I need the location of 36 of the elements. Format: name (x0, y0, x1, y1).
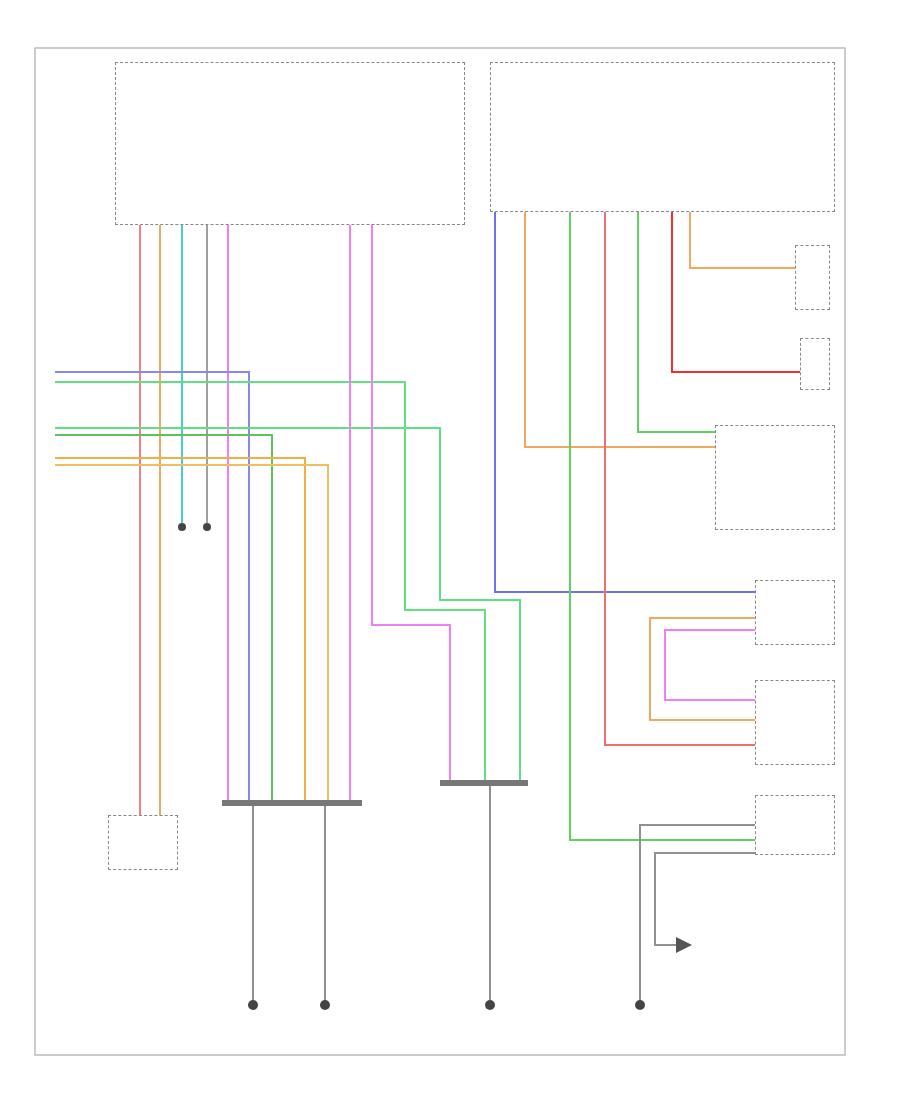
component-box (800, 338, 830, 390)
wire (671, 211, 801, 373)
wire (252, 805, 254, 1001)
component-box (795, 245, 830, 310)
connector-bar (440, 780, 528, 786)
wire (371, 224, 451, 781)
wire (349, 224, 351, 801)
wire (664, 629, 756, 701)
wire (206, 224, 208, 524)
wire (569, 211, 756, 841)
wire (639, 824, 756, 1001)
component-box (115, 62, 465, 225)
wire (54, 381, 486, 781)
wire (227, 224, 229, 801)
component-box (755, 580, 835, 645)
wire (689, 211, 796, 269)
wire (159, 224, 161, 816)
component-box (490, 62, 835, 212)
wire (524, 211, 716, 448)
wire (494, 211, 756, 593)
wire (139, 224, 141, 816)
wire (181, 224, 183, 524)
wire (489, 785, 491, 1001)
connector-bar (222, 800, 362, 806)
wire (604, 211, 756, 746)
wire (54, 434, 273, 801)
component-box (755, 795, 835, 855)
wire (637, 211, 716, 433)
wire (54, 427, 521, 781)
component-box (755, 680, 835, 765)
component-box (715, 425, 835, 530)
wire (649, 617, 756, 721)
wire (324, 805, 326, 1001)
arrow (654, 852, 756, 953)
component-box (108, 815, 178, 870)
wire (54, 371, 250, 801)
